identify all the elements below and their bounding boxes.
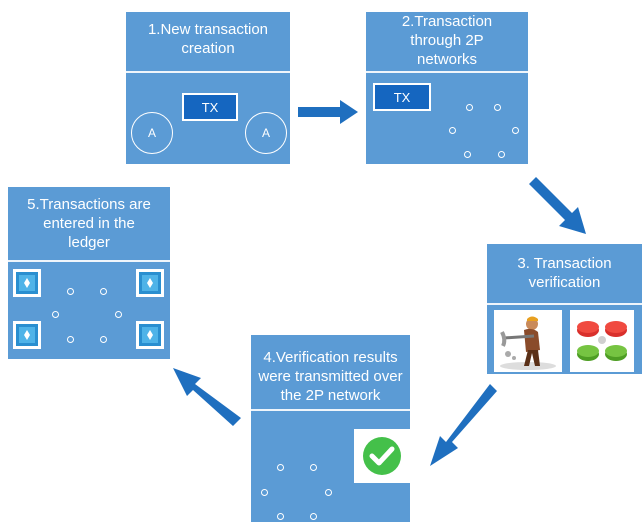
step-1-box: 1.New transaction creation TX A A <box>126 12 290 164</box>
network-node <box>449 127 456 134</box>
network-node <box>464 151 471 158</box>
step-1-node-a-right: A <box>245 112 287 154</box>
network-node <box>310 464 317 471</box>
network-node <box>52 311 59 318</box>
wallet-icon <box>13 269 41 297</box>
tokens-illustration <box>570 310 634 372</box>
step-4-divider <box>251 409 410 411</box>
step-3-divider <box>487 303 642 305</box>
network-node <box>512 127 519 134</box>
step-4-box: 4.Verification results were transmitted … <box>251 335 410 522</box>
miner-illustration <box>494 310 562 372</box>
step-2-tx-block: TX <box>373 83 431 111</box>
network-node <box>100 288 107 295</box>
arrow-step2-to-step3 <box>529 177 586 234</box>
network-node <box>67 336 74 343</box>
step-4-title: 4.Verification results were transmitted … <box>258 349 403 404</box>
step-2-title: 2.Transaction through 2P networks <box>401 13 493 68</box>
step-3-title: 3. Transaction verification <box>517 255 612 291</box>
network-node <box>261 489 268 496</box>
check-icon <box>363 437 401 475</box>
step-1-tx-block: TX <box>182 93 238 121</box>
wallet-icon <box>136 269 164 297</box>
network-node <box>325 489 332 496</box>
arrow-step3-to-step4 <box>430 384 497 466</box>
step-3-box: 3. Transaction verification <box>487 244 642 374</box>
network-node <box>277 464 284 471</box>
step-1-divider <box>126 71 290 73</box>
network-node <box>115 311 122 318</box>
step-1-title: 1.New transaction creation <box>147 21 269 57</box>
step-2-box: 2.Transaction through 2P networks TX <box>366 12 528 164</box>
check-panel <box>354 429 410 483</box>
network-node <box>494 104 501 111</box>
step-1-node-a-left: A <box>131 112 173 154</box>
step-5-box: 5.Transactions are entered in the ledger <box>8 187 170 359</box>
network-node <box>277 513 284 520</box>
network-node <box>100 336 107 343</box>
arrow-step1-to-step2 <box>298 100 358 124</box>
wallet-icon <box>13 321 41 349</box>
wallet-icon <box>136 321 164 349</box>
step-5-title: 5.Transactions are entered in the ledger <box>27 196 151 251</box>
step-5-divider <box>8 260 170 262</box>
network-node <box>498 151 505 158</box>
network-node <box>310 513 317 520</box>
step-2-divider <box>366 71 528 73</box>
arrow-step4-to-step5 <box>173 368 241 426</box>
network-node <box>466 104 473 111</box>
network-node <box>67 288 74 295</box>
